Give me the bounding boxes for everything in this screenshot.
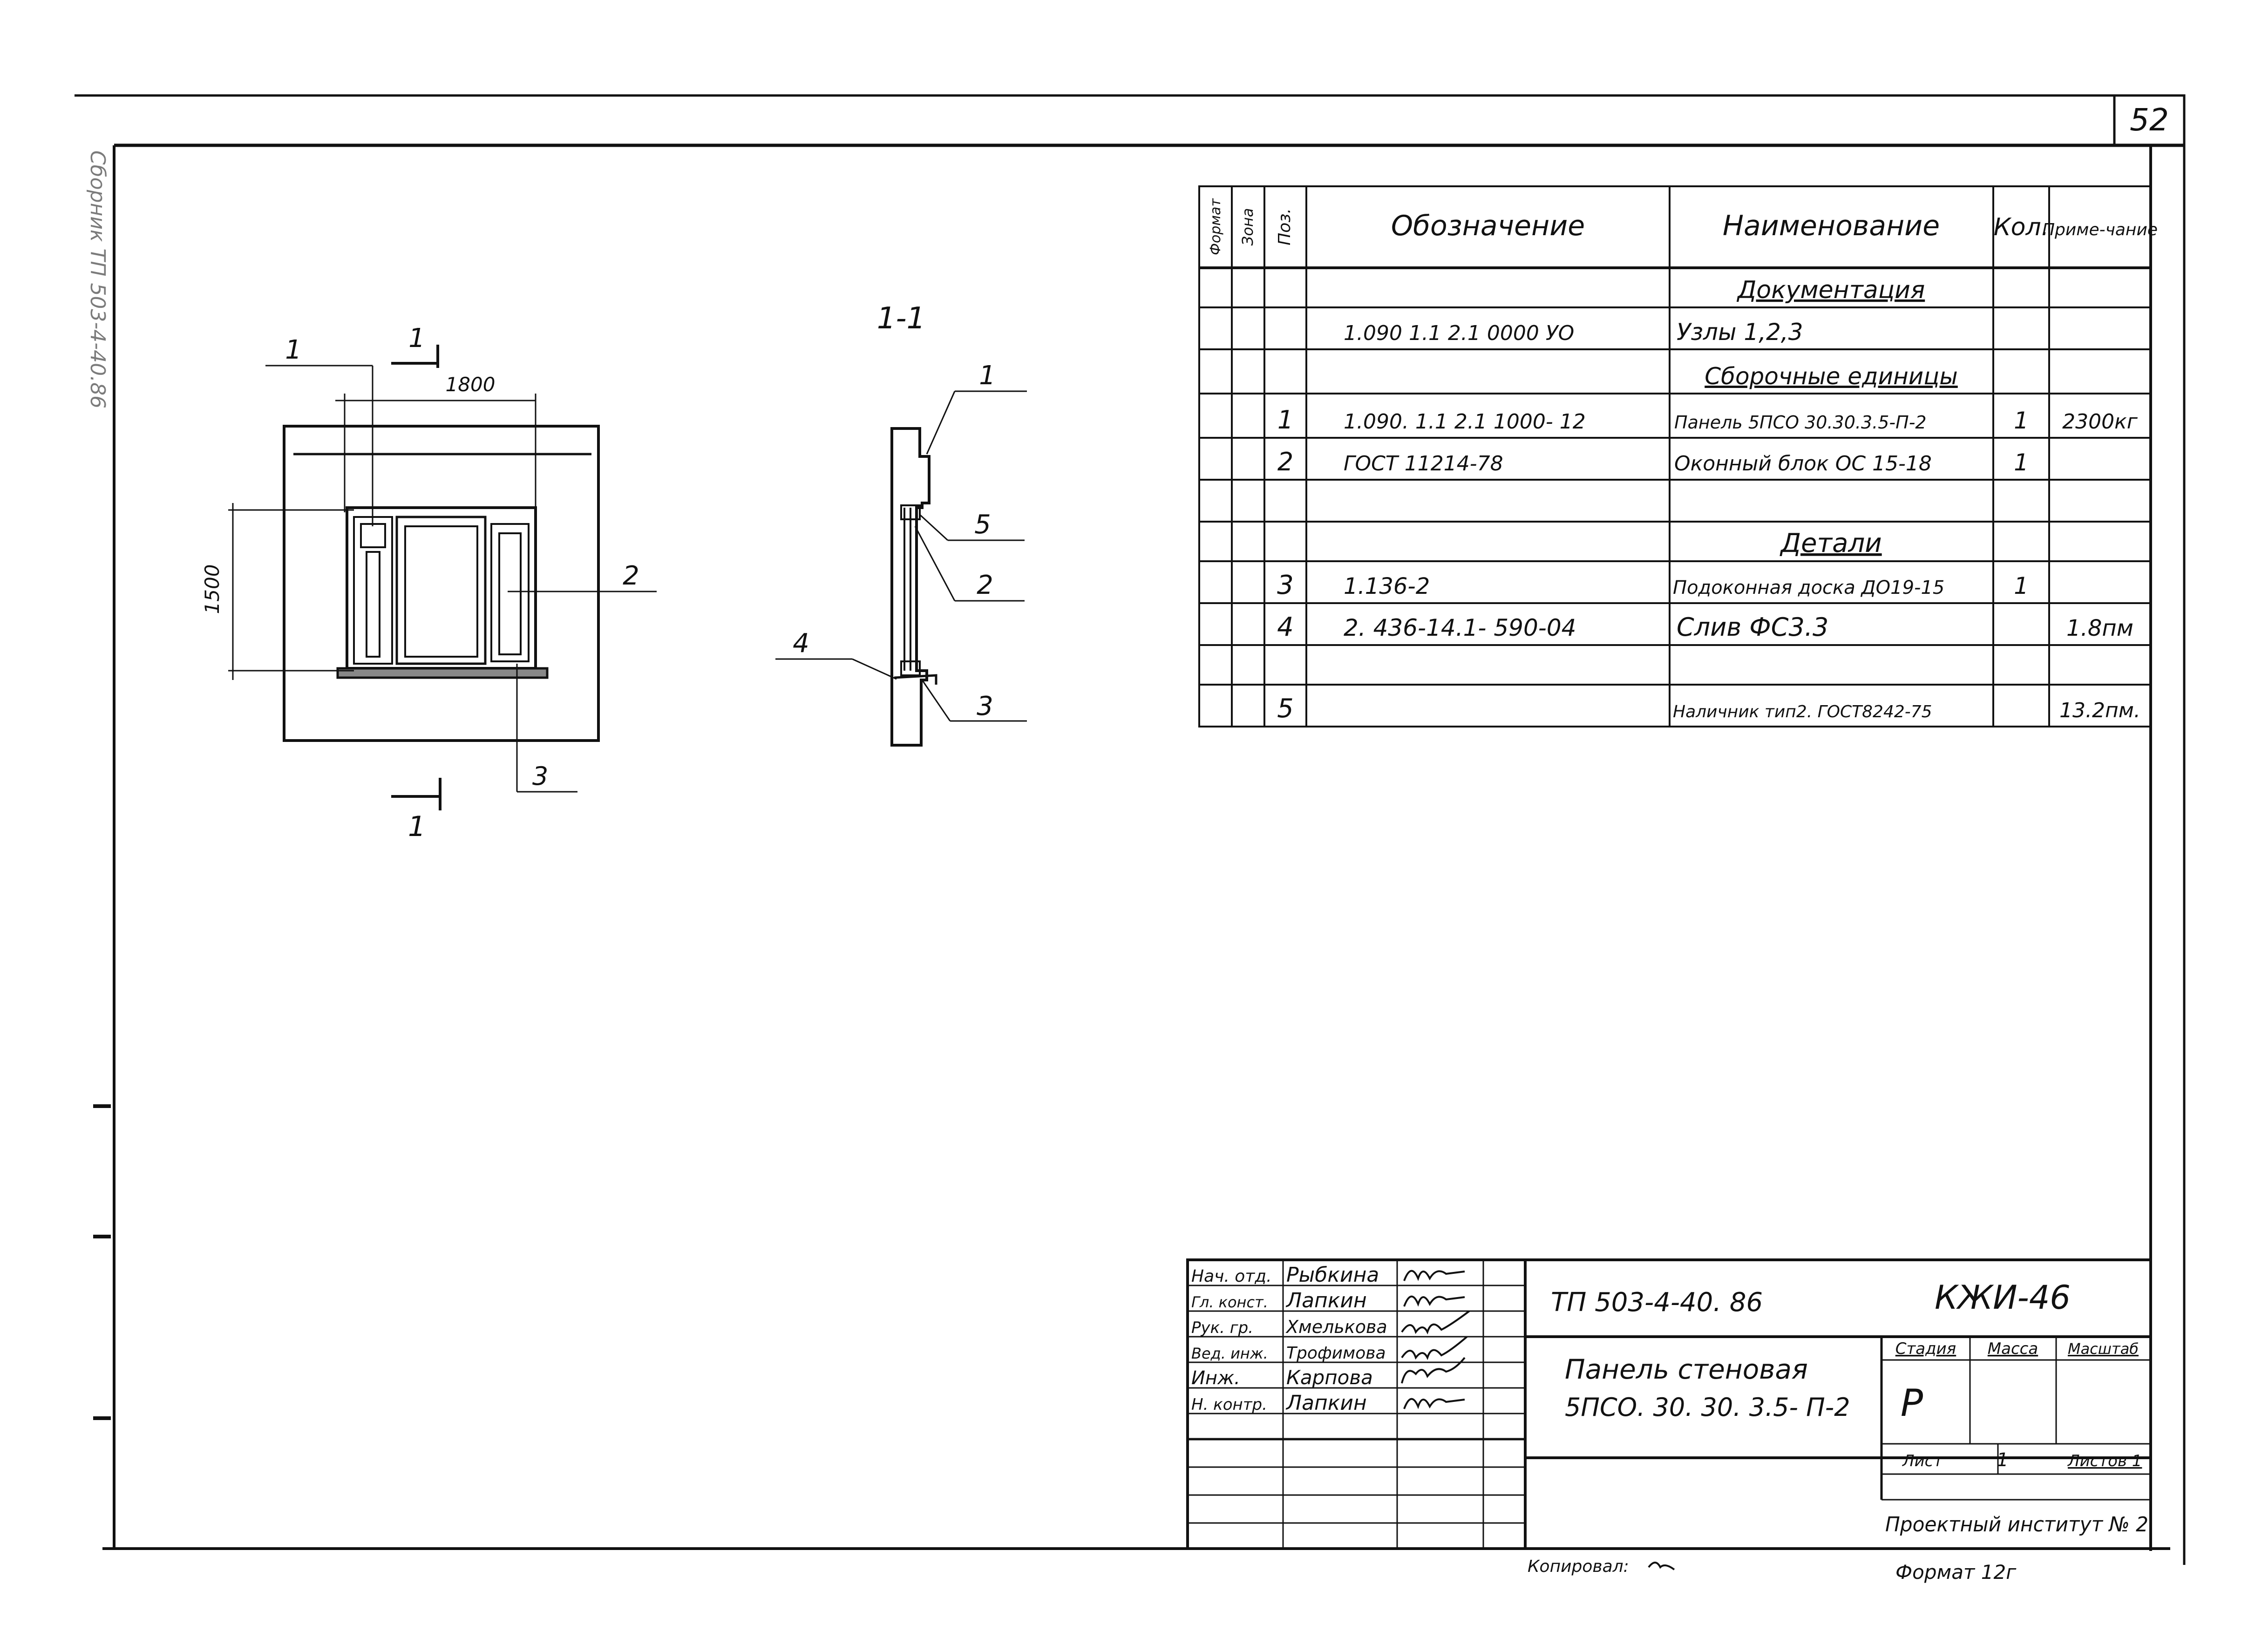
sig-name-4: Карпова — [1286, 1366, 1373, 1389]
callout-sec-2: 2 — [977, 570, 993, 600]
row-5-note: 13.2пм. — [2059, 699, 2140, 722]
sig-role-5: Н. контр. — [1191, 1395, 1267, 1414]
callout-sec-4: 4 — [793, 628, 809, 659]
organization: Проектный институт № 2 — [1885, 1513, 2148, 1536]
footer-copied: Копировал: — [1528, 1557, 1629, 1576]
sig-name-2: Хмелькова — [1285, 1317, 1387, 1337]
scale-label: Масштаб — [2068, 1340, 2139, 1358]
sheets-label: Листов 1 — [2067, 1452, 2142, 1470]
sig-role-2: Рук. гр. — [1191, 1319, 1253, 1337]
margin-label: Сборник ТП 503-4-40.86 — [86, 150, 109, 408]
row-2-name: Оконный блок ОС 15-18 — [1674, 452, 1932, 476]
copier-signature-mark — [1648, 1562, 1675, 1570]
dim-width: 1800 — [446, 373, 496, 396]
footer-format: Формат 12г — [1895, 1561, 2017, 1584]
row-3-qty: 1 — [2014, 572, 2029, 599]
row-1-pos: 1 — [1277, 405, 1293, 435]
sheet-label: Лист — [1902, 1452, 1943, 1470]
row-4-designation: 2. 436-14.1- 590-04 — [1344, 614, 1576, 641]
section-leaders — [775, 390, 1027, 722]
sig-role-4: Инж. — [1191, 1367, 1240, 1389]
sig-name-1: Лапкин — [1285, 1289, 1367, 1312]
signature-marks — [1401, 1270, 1470, 1409]
row-1-designation: 1.090. 1.1 2.1 1000- 12 — [1344, 410, 1586, 434]
header-format: Формат — [1208, 198, 1224, 255]
row-3-pos: 3 — [1277, 570, 1294, 600]
header-qty: Кол. — [1994, 213, 2049, 241]
cut-markers — [391, 345, 441, 810]
callout-elev-2: 2 — [623, 561, 639, 591]
spec-table-grid — [1198, 185, 2152, 727]
callout-sec-3: 3 — [977, 691, 993, 721]
row-0-name: Узлы 1,2,3 — [1677, 319, 1803, 346]
header-note: Приме-чание — [2042, 220, 2158, 239]
row-5-name: Наличник тип2. ГОСТ8242-75 — [1673, 702, 1932, 721]
sig-name-3: Трофимова — [1286, 1344, 1386, 1363]
row-1-name: Панель 5ПСО 30.30.3.5-П-2 — [1674, 412, 1927, 433]
doc-code: ТП 503-4-40. 86 — [1551, 1287, 1763, 1318]
section-assembly-units: Сборочные единицы — [1705, 363, 1958, 390]
stage-label: Стадия — [1895, 1339, 1956, 1358]
row-5-pos: 5 — [1277, 693, 1294, 724]
callout-elev-1: 1 — [285, 335, 302, 365]
header-name: Наименование — [1723, 210, 1940, 242]
signature-rows: Нач. отд. Рыбкина Гл. конст. Лапкин Рук.… — [1191, 1263, 1387, 1415]
header-designation: Обозначение — [1391, 210, 1585, 242]
sheet-code: КЖИ-46 — [1935, 1278, 2071, 1317]
sig-role-3: Вед. инж. — [1191, 1345, 1268, 1362]
row-2-designation: ГОСТ 11214-78 — [1344, 452, 1503, 476]
row-4-note: 1.8пм — [2066, 615, 2133, 641]
section-documentation: Документация — [1737, 276, 1925, 304]
title-line2: 5ПСО. 30. 30. 3.5- П-2 — [1565, 1393, 1850, 1422]
row-3-name: Подоконная доска ДО19-15 — [1673, 577, 1944, 598]
row-3-designation: 1.136-2 — [1344, 573, 1430, 599]
sig-role-1: Гл. конст. — [1191, 1293, 1268, 1311]
row-0-designation: 1.090 1.1 2.1 0000 УО — [1344, 321, 1574, 345]
dim-height: 1500 — [201, 564, 224, 614]
section-title: 1-1 — [877, 301, 926, 336]
row-4-pos: 4 — [1277, 612, 1294, 642]
row-2-pos: 2 — [1277, 447, 1293, 476]
row-1-qty: 1 — [2014, 407, 2029, 434]
cut-label-top: 1 — [408, 323, 425, 354]
sig-role-0: Нач. отд. — [1191, 1267, 1272, 1286]
section-view — [890, 427, 937, 747]
callout-sec-1: 1 — [979, 360, 996, 391]
elevation-dimensions — [228, 365, 657, 793]
callout-elev-3: 3 — [532, 761, 548, 791]
callout-sec-5: 5 — [974, 510, 991, 540]
row-2-qty: 1 — [2014, 449, 2029, 476]
sheet-num: 1 — [1997, 1449, 2008, 1471]
header-pos: Поз. — [1275, 208, 1294, 245]
stage-value: Р — [1901, 1381, 1923, 1425]
row-1-note: 2300кг — [2062, 410, 2138, 434]
row-4-name: Слив ФС3.3 — [1677, 612, 1828, 642]
header-zone: Зона — [1239, 208, 1257, 246]
title-line1: Панель стеновая — [1565, 1353, 1808, 1385]
sig-name-5: Лапкин — [1285, 1391, 1367, 1415]
cut-label-bottom: 1 — [408, 810, 426, 843]
mass-label: Масса — [1988, 1339, 2038, 1358]
section-details: Детали — [1779, 528, 1881, 558]
page-number: 52 — [2130, 102, 2169, 138]
sig-name-0: Рыбкина — [1286, 1263, 1379, 1287]
title-block-grid — [1186, 1258, 2152, 1550]
panel-elevation — [283, 425, 600, 742]
sheet-frame — [75, 94, 2186, 1565]
